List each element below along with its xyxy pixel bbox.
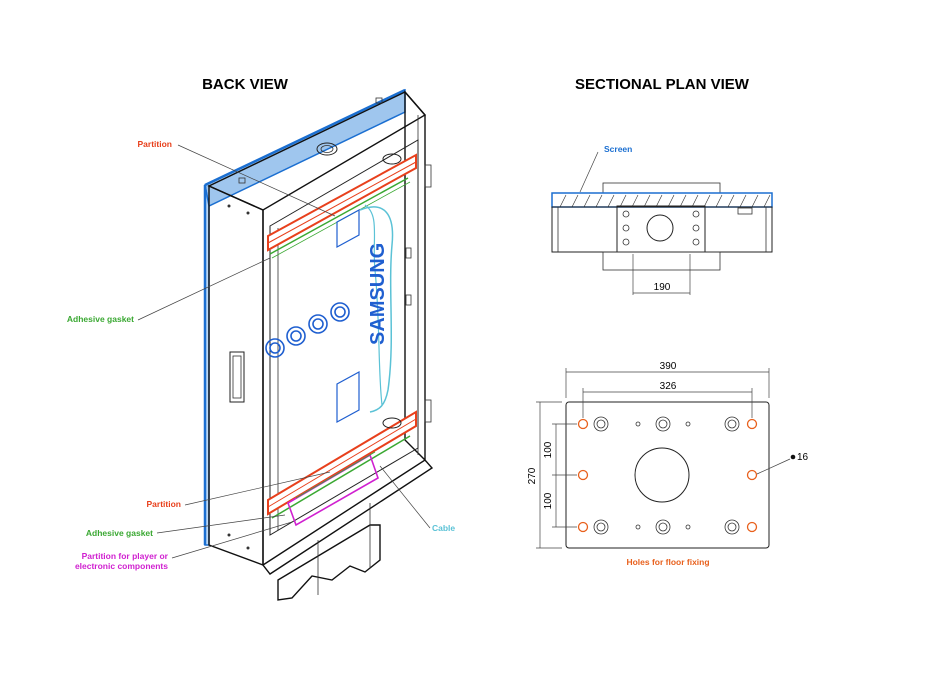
sectional-plan-view-title: SECTIONAL PLAN VIEW [575,76,750,93]
diameter-symbol [790,454,796,460]
hole-diameter: 16 [797,452,809,463]
label-adhesive-gasket-bottom: Adhesive gasket [86,528,153,538]
dim-390: 390 [660,361,677,372]
stand-leg [277,524,381,601]
gasket-bottom [271,435,411,519]
label-partition-top: Partition [138,139,172,149]
label-partition-bottom: Partition [147,499,181,509]
label-partition-player-line2: electronic components [75,561,168,571]
top-hole [316,142,338,156]
dim-100-bottom: 100 [543,492,554,509]
center-hole [634,447,690,503]
label-cable: Cable [432,523,455,533]
gasket-top [269,177,409,255]
fan-pattern [265,302,350,358]
dim-190: 190 [654,282,671,293]
cabinet-bottom [261,459,434,575]
floor-plate-drawing: 390 326 270 100 100 16 Holes for floor f… [527,361,809,567]
label-screen: Screen [604,144,632,154]
label-adhesive-gasket-top: Adhesive gasket [67,314,134,324]
cabinet-drawing: SAMSUNG [203,88,434,601]
sectional-plan-drawing: 190 Screen [551,144,773,295]
side-access-plate [229,351,245,403]
fixing-holes [577,418,758,533]
brand-logo: SAMSUNG [367,243,389,345]
inner-frame [269,139,419,536]
cabinet-right-side [404,90,426,462]
cabinet-left-side [208,184,264,567]
dim-100-top: 100 [543,441,554,458]
label-partition-player-line1: Partition for player or [82,551,169,561]
dim-326: 326 [660,381,677,392]
back-view-title: BACK VIEW [202,76,289,93]
cable-path-upper [359,206,394,413]
holes-caption: Holes for floor fixing [626,557,709,567]
dim-270: 270 [527,467,538,484]
